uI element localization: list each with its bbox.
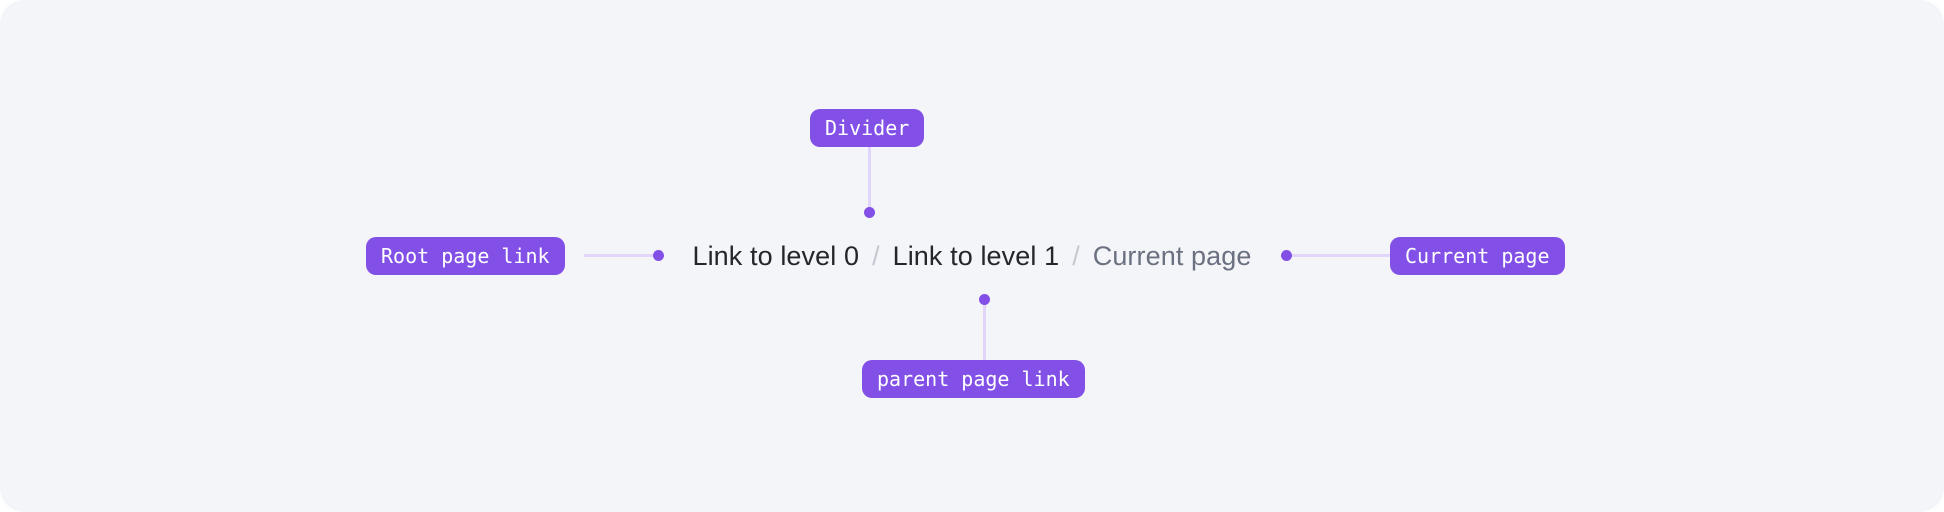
breadcrumb-separator-1: / xyxy=(872,241,880,271)
connector-root-page-link xyxy=(584,254,660,257)
breadcrumb-link-level-1[interactable]: Link to level 1 xyxy=(892,241,1060,271)
annotation-badge-parent-page-link[interactable]: parent page link xyxy=(862,360,1085,398)
connector-divider xyxy=(868,147,871,213)
breadcrumb-link-level-0[interactable]: Link to level 0 xyxy=(692,241,860,271)
connector-dot-parent-page-link xyxy=(979,294,990,305)
annotation-badge-root-page-link[interactable]: Root page link xyxy=(366,237,565,275)
breadcrumb: Link to level 0 / Link to level 1 / Curr… xyxy=(0,231,1944,281)
annotation-badge-current-page[interactable]: Current page xyxy=(1390,237,1565,275)
connector-dot-current-page xyxy=(1281,250,1292,261)
connector-current-page xyxy=(1288,254,1392,257)
connector-parent-page-link xyxy=(983,300,986,362)
breadcrumb-separator-2: / xyxy=(1072,241,1080,271)
annotation-badge-divider[interactable]: Divider xyxy=(810,109,925,147)
connector-dot-root-page-link xyxy=(653,250,664,261)
breadcrumb-current-page: Current page xyxy=(1092,241,1252,271)
connector-dot-divider xyxy=(864,207,875,218)
